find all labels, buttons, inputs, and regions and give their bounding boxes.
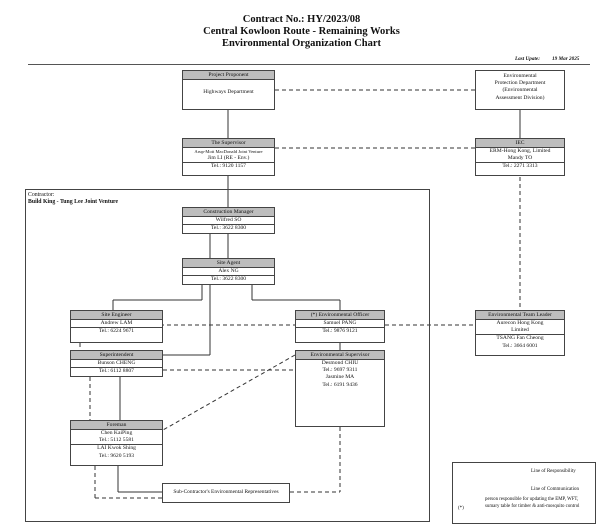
project-proponent-box: Project Proponent Highways Department [182, 70, 275, 110]
title-line-2: Central Kowloon Route - Remaining Works [203, 26, 400, 37]
site-agent-box: Site Agent Alex NG Tel.: 3622 8300 [182, 258, 275, 285]
etl-header: Environmental Team Leader [476, 311, 564, 320]
top-divider [28, 64, 590, 65]
foreman-tel-2: Tel.: 9620 5193 [98, 452, 135, 459]
env-supervisor-tel-1: Tel.: 9697 9311 [322, 367, 358, 374]
construction-manager-header: Construction Manager [183, 208, 274, 217]
last-update-label: Last Upate: [515, 56, 540, 62]
etl-box: Environmental Team Leader Aurecon Hong K… [475, 310, 565, 356]
supervisor-box: The Supervisor Arup-Mott MacDonald Joint… [182, 138, 275, 176]
site-engineer-header: Site Engineer [71, 311, 162, 320]
iec-box: IEC ERM-Hong Kong, Limited Mandy TO Tel.… [475, 138, 565, 176]
project-proponent-header: Project Proponent [183, 71, 274, 80]
contractor-name: Build King - Tung Lee Joint Venture [28, 199, 119, 205]
env-supervisor-header: Environmental Supervisor [296, 351, 384, 360]
iec-person: Mandy TO [507, 155, 533, 162]
contractor-label: Contractor: [28, 192, 55, 198]
supervisor-header: The Supervisor [183, 139, 274, 148]
construction-manager-box: Construction Manager Wilfred SO Tel.: 36… [182, 207, 275, 234]
legend-responsibility: Line of Responsibility [531, 469, 576, 474]
site-engineer-tel: Tel.: 6224 9671 [71, 327, 162, 335]
epd-line-4: Assessment Division) [495, 94, 545, 101]
dash-es-foreman [162, 354, 296, 431]
construction-manager-tel: Tel.: 3622 8300 [183, 224, 274, 232]
last-update-date: 19 Mar 2025 [552, 56, 580, 62]
project-proponent-name: Highways Department [203, 89, 254, 95]
superintendent-person: Bunson CHENG [97, 360, 136, 366]
etl-org-1: Aurecon Hong Kong [496, 320, 544, 326]
foreman-person-2: LAI Kwok Shing [71, 444, 162, 452]
epd-line-1: Environmental [503, 73, 537, 79]
env-officer-box: (*) Environmental Officer Samuel PANG Te… [295, 310, 385, 343]
contractor-frame [25, 189, 430, 522]
site-agent-person: Alex NG [218, 268, 239, 274]
env-officer-tel: Tel.: 9876 9121 [296, 327, 384, 335]
foreman-tel-1: Tel.: 5112 5581 [99, 437, 134, 444]
legend-communication: Line of Communication [531, 487, 580, 492]
etl-tel: Tel.: 3664 6001 [502, 342, 538, 349]
epd-line-3: (Environmental [502, 87, 538, 94]
subcontractor-label: Sub-Contractor's Environmental Represent… [173, 489, 279, 495]
env-supervisor-person-1: Desmond CHIU [321, 360, 359, 366]
env-supervisor-person-2: Jasmine MA [325, 374, 355, 381]
title-line-3: Environmental Organization Chart [221, 38, 382, 49]
iec-tel: Tel.: 2271 3313 [476, 162, 564, 170]
site-engineer-box: Site Engineer Andrew LAM Tel.: 6224 9671 [70, 310, 163, 343]
legend-star: (*) [458, 506, 464, 511]
legend-star-note: person responsible for updating the EMP,… [485, 497, 580, 509]
superintendent-header: Superintendent [71, 351, 162, 360]
superintendent-box: Superintendent Bunson CHENG Tel.: 6112 8… [70, 350, 163, 377]
supervisor-tel: Tel.: 9120 1157 [183, 162, 274, 170]
title-line-1: Contract No.: HY/2023/08 [242, 14, 361, 25]
epd-box: Environmental Protection Department (Env… [475, 70, 565, 110]
site-agent-header: Site Agent [183, 259, 274, 268]
etl-org-2: Limited [511, 327, 529, 334]
site-agent-tel: Tel.: 3622 8300 [183, 275, 274, 283]
subcontractor-box: Sub-Contractor's Environmental Represent… [162, 483, 290, 503]
construction-manager-person: Wilfred SO [215, 217, 242, 223]
foreman-box: Foreman Chen KaiPing Tel.: 5112 5581 LAI… [70, 420, 163, 466]
env-officer-person: Samuel PANG [323, 320, 357, 326]
iec-org: ERM-Hong Kong, Limited [489, 148, 551, 154]
supervisor-org: Arup-Mott MacDonald Joint Venture [194, 149, 263, 154]
foreman-person-1: Chen KaiPing [100, 430, 133, 436]
foreman-header: Foreman [71, 421, 162, 430]
epd-line-2: Protection Department [494, 80, 546, 87]
supervisor-person: Jim LI (RE - Env.) [207, 155, 250, 162]
env-officer-header: (*) Environmental Officer [296, 311, 384, 320]
iec-header: IEC [476, 139, 564, 148]
env-supervisor-box: Environmental Supervisor Desmond CHIU Te… [295, 350, 385, 427]
env-supervisor-tel-2: Tel.: 6191 9436 [322, 381, 358, 388]
site-engineer-person: Andrew LAM [100, 320, 133, 326]
superintendent-tel: Tel.: 6112 8807 [71, 367, 162, 375]
etl-person: TSANG Fan Cheong [476, 334, 564, 342]
legend-box: Line of Responsibility Line of Communica… [452, 462, 596, 524]
